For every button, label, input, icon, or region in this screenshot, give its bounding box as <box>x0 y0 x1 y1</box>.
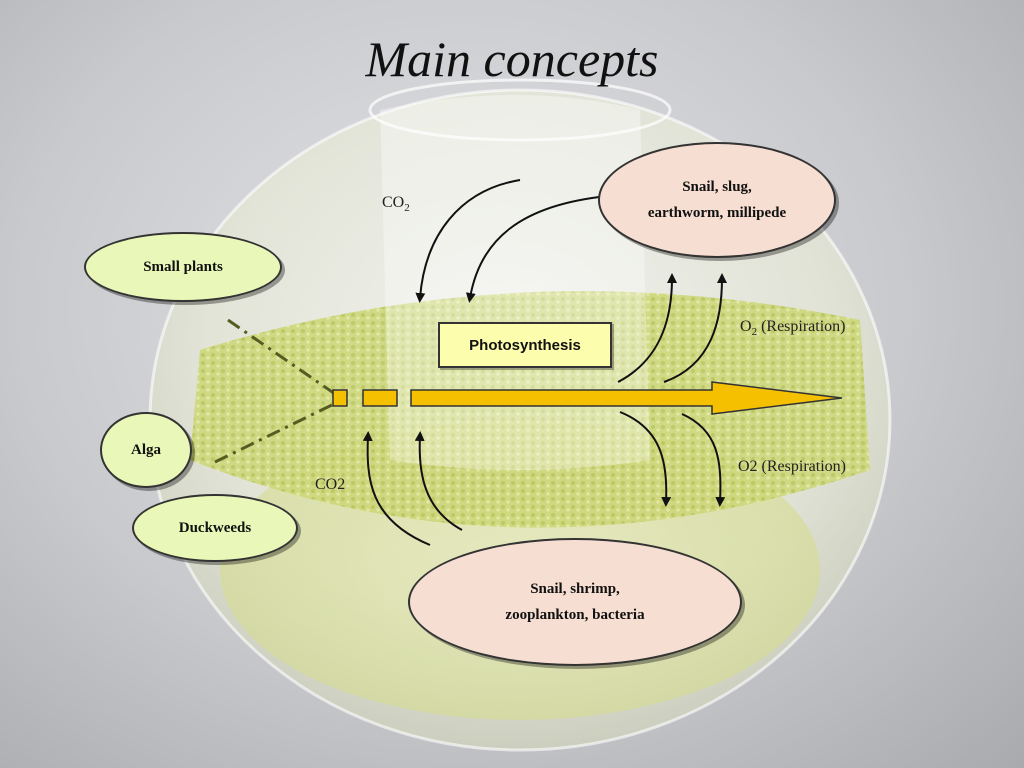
land-animals-bubble: Snail, slug, earthworm, millipede <box>598 142 836 258</box>
flow-mid-block <box>362 389 398 407</box>
duckweeds-label: Duckweeds <box>178 519 252 536</box>
small-plants-bubble: Small plants <box>84 232 282 302</box>
energy-flow-arrow <box>410 381 843 415</box>
co2-top-arrow-2 <box>465 195 609 303</box>
flow-start-block <box>332 389 348 407</box>
alga-bubble: Alga <box>100 412 192 488</box>
o2-top-text: O <box>740 318 752 335</box>
o2-top-suffix: (Respiration) <box>757 318 846 335</box>
o2-bottom-arrow-2 <box>681 413 726 507</box>
alga-label: Alga <box>131 441 161 458</box>
co2-bottom-label: CO2 <box>315 476 346 493</box>
land-animals-line2: earthworm, millipede <box>647 205 787 221</box>
land-animals-line1: Snail, slug, <box>682 179 752 195</box>
photosynthesis-label: Photosynthesis <box>469 336 581 354</box>
co2-bottom-arrow-1 <box>362 431 431 546</box>
slide-title: Main concepts <box>365 31 659 87</box>
o2-top-label: O2 (Respiration) <box>740 318 845 338</box>
duckweeds-bubble: Duckweeds <box>132 494 298 562</box>
co2-top-arrow-1 <box>415 179 521 303</box>
co2-top-subscript: 2 <box>404 202 410 215</box>
water-animals-line1: Snail, shrimp, <box>530 581 620 597</box>
co2-top-label: CO2 <box>382 194 410 214</box>
co2-bottom-arrow-2 <box>414 431 463 531</box>
o2-bottom-arrow-1 <box>619 411 672 507</box>
o2-top-arrow-1 <box>617 273 677 383</box>
small-plants-connector <box>227 318 339 398</box>
o2-top-subscript: 2 <box>751 326 758 339</box>
o2-top-arrow-2 <box>663 273 727 383</box>
water-animals-bubble: Snail, shrimp, zooplankton, bacteria <box>408 538 742 666</box>
photosynthesis-box: Photosynthesis <box>438 322 612 368</box>
co2-top-text: CO <box>382 194 405 211</box>
small-plants-label: Small plants <box>143 258 223 275</box>
o2-bottom-label: O2 (Respiration) <box>738 458 846 475</box>
water-animals-line2: zooplankton, bacteria <box>505 607 645 623</box>
duckweeds-connector <box>214 400 339 464</box>
